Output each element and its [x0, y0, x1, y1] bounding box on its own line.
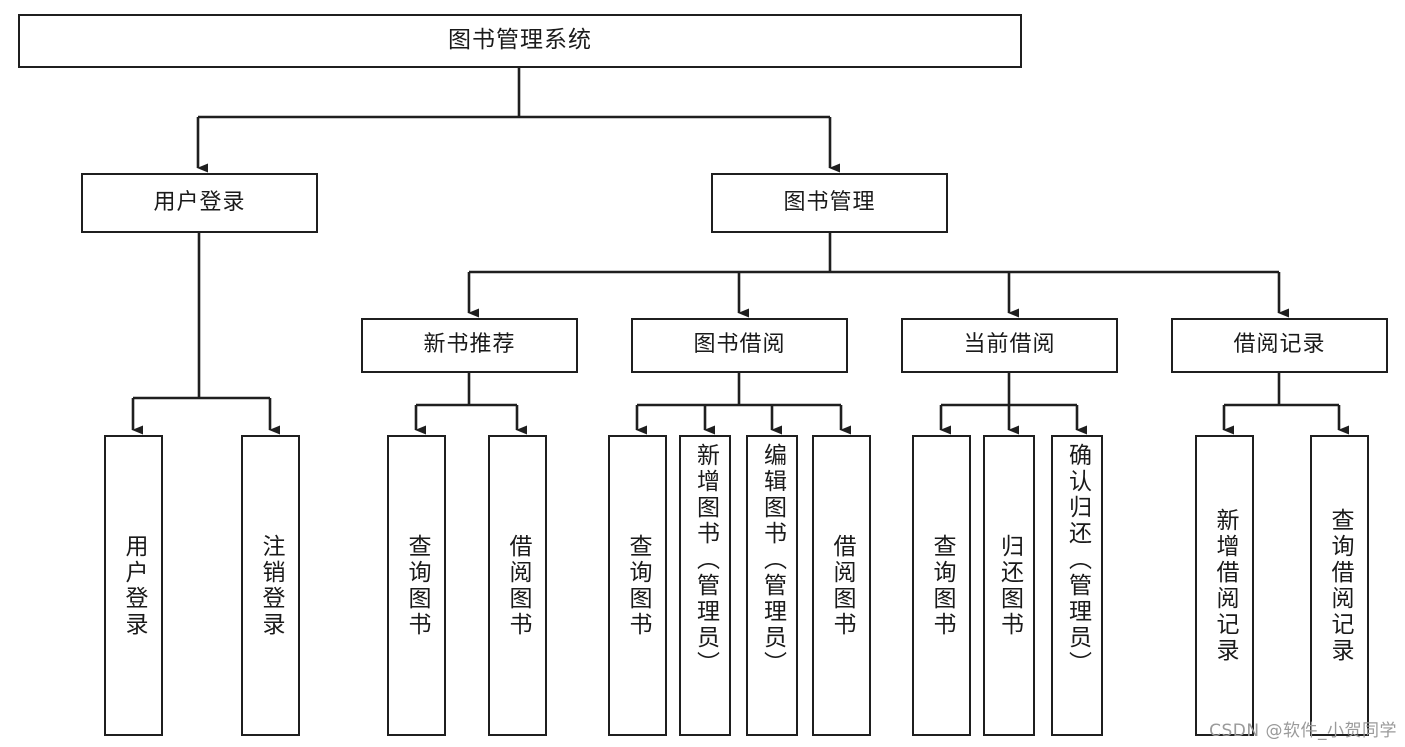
node-borrowing-record[interactable]: 借阅记录 — [1171, 318, 1388, 373]
node-label: 查询借阅记录 — [1327, 507, 1353, 664]
leaf-borrow-record-add-record[interactable]: 新增借阅记录 — [1195, 435, 1254, 736]
node-label: 归还图书 — [996, 533, 1023, 638]
node-label: 注销登录 — [258, 533, 284, 638]
node-label: 图书借阅 — [693, 332, 786, 358]
node-label: 用户登录 — [121, 533, 147, 638]
node-label: 图书管理系统 — [448, 27, 592, 54]
leaf-new-book-query-book[interactable]: 查询图书 — [387, 435, 446, 736]
node-new-book-recommendation[interactable]: 新书推荐 — [361, 318, 578, 373]
node-label: 查询图书 — [404, 533, 430, 638]
leaf-current-borrow-return-book[interactable]: 归还图书 — [983, 435, 1035, 736]
node-label: 图书管理 — [783, 189, 876, 215]
node-label: 查询图书 — [625, 533, 651, 638]
leaf-current-borrow-confirm-return-admin[interactable]: 确认归还（管理员） — [1051, 435, 1103, 736]
leaf-current-borrow-query-book[interactable]: 查询图书 — [912, 435, 971, 736]
node-book-borrowing[interactable]: 图书借阅 — [631, 318, 848, 373]
node-label: 借阅图书 — [505, 533, 531, 638]
node-book-management[interactable]: 图书管理 — [711, 173, 948, 233]
node-label: 查询图书 — [929, 533, 955, 638]
node-current-borrowing[interactable]: 当前借阅 — [901, 318, 1118, 373]
leaf-borrow-book-add-book-admin[interactable]: 新增图书（管理员） — [679, 435, 731, 736]
node-label: 新增图书（管理员） — [692, 443, 719, 677]
node-label: 编辑图书（管理员） — [759, 443, 786, 677]
node-label: 新书推荐 — [423, 332, 516, 358]
leaf-borrow-book-query-book[interactable]: 查询图书 — [608, 435, 667, 736]
leaf-borrow-book-borrow-book[interactable]: 借阅图书 — [812, 435, 871, 736]
node-root-book-management-system[interactable]: 图书管理系统 — [18, 14, 1022, 68]
node-label: 新增借阅记录 — [1212, 507, 1238, 664]
node-label: 借阅图书 — [829, 533, 855, 638]
leaf-borrow-record-query-record[interactable]: 查询借阅记录 — [1310, 435, 1369, 736]
leaf-borrow-book-edit-book-admin[interactable]: 编辑图书（管理员） — [746, 435, 798, 736]
node-label: 借阅记录 — [1233, 332, 1326, 358]
node-label: 当前借阅 — [963, 332, 1056, 358]
csdn-watermark: CSDN @软件_小贺同学 — [1209, 721, 1397, 741]
leaf-user-login-login[interactable]: 用户登录 — [104, 435, 163, 736]
leaf-new-book-borrow-book[interactable]: 借阅图书 — [488, 435, 547, 736]
node-label: 确认归还（管理员） — [1064, 443, 1091, 677]
node-user-login[interactable]: 用户登录 — [81, 173, 318, 233]
leaf-user-login-logout[interactable]: 注销登录 — [241, 435, 300, 736]
node-label: 用户登录 — [153, 189, 246, 215]
